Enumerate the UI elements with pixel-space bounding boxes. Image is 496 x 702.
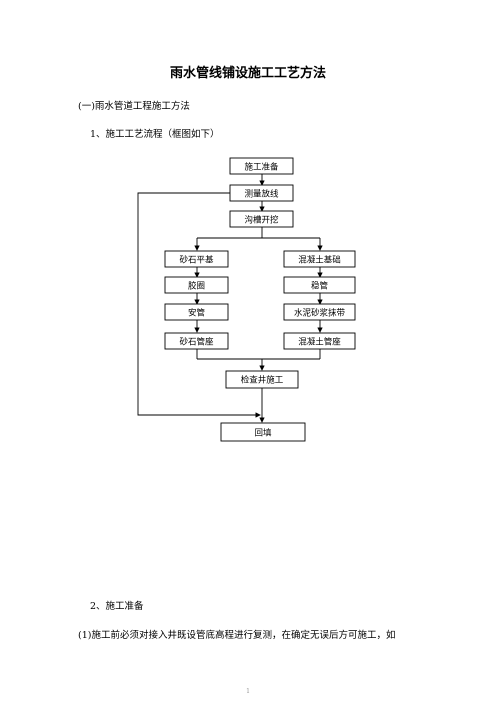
box-right-4-label: 混凝土管座 <box>298 337 341 348</box>
box-right-3: 水泥砂浆抹带 <box>283 303 356 321</box>
item-2-heading: 2、施工准备 <box>90 601 144 612</box>
box-right-1: 混凝土基础 <box>283 250 356 268</box>
box-prepare: 施工准备 <box>229 157 294 175</box>
box-left-1: 砂石平基 <box>164 250 229 268</box>
box-right-2-label: 稳管 <box>311 281 328 292</box>
arrow-loop-to-backfill <box>137 192 261 418</box>
page-number: 1 <box>246 688 250 695</box>
box-prepare-label: 施工准备 <box>244 162 279 173</box>
box-trench: 沟槽开挖 <box>229 210 294 228</box>
box-backfill-label: 回填 <box>254 428 272 439</box>
box-left-1-label: 砂石平基 <box>179 255 214 266</box>
box-left-4-label: 砂石管座 <box>179 337 214 348</box>
box-left-3: 安管 <box>164 303 229 321</box>
box-left-4: 砂石管座 <box>164 332 229 350</box>
section-heading: (一)雨水管道工程施工方法 <box>78 101 190 112</box>
document-title: 雨水管线铺设施工工艺方法 <box>169 66 326 81</box>
box-survey: 测量放线 <box>229 184 294 202</box>
box-right-4: 混凝土管座 <box>283 332 356 350</box>
box-backfill: 回填 <box>220 422 306 442</box>
box-right-3-label: 水泥砂浆抹带 <box>294 308 346 319</box>
box-survey-label: 测量放线 <box>244 189 279 200</box>
box-right-1-label: 混凝土基础 <box>298 255 341 266</box>
box-right-2: 稳管 <box>283 276 356 294</box>
item-1-heading: 1、施工工艺流程（框图如下） <box>90 129 220 140</box>
paragraph-1: (1)施工前必须对接入井既设管底高程进行复测，在确定无误后方可施工，如 <box>78 630 396 641</box>
box-trench-label: 沟槽开挖 <box>244 215 279 226</box>
box-well-label: 检查井施工 <box>241 375 284 386</box>
box-well: 检查井施工 <box>225 370 299 389</box>
box-left-2: 胶圈 <box>164 276 229 294</box>
box-left-2-label: 胶圈 <box>188 281 205 292</box>
box-left-3-label: 安管 <box>188 308 205 319</box>
